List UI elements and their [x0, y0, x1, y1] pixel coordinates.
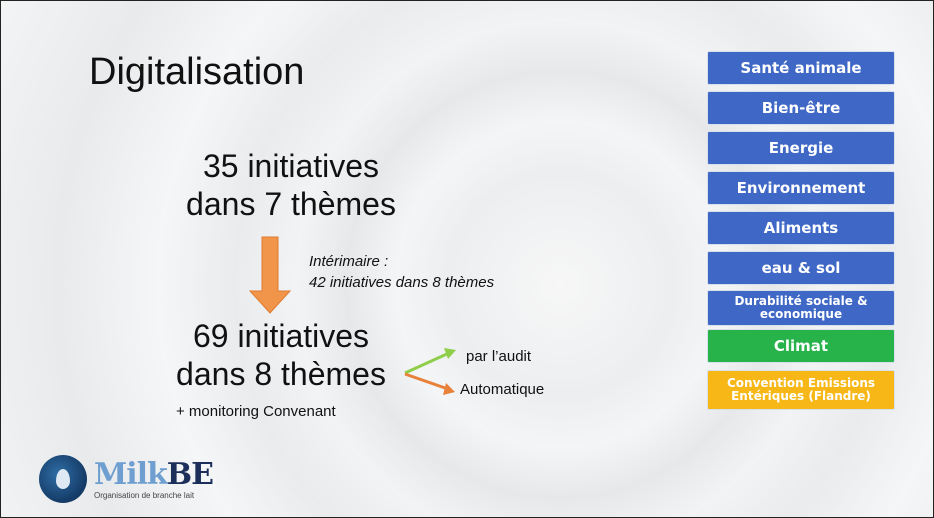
theme-bien-etre[interactable]: Bien-être [707, 91, 895, 125]
result-count: 69 initiatives dans 8 thèmes [151, 317, 411, 393]
theme-energie[interactable]: Energie [707, 131, 895, 165]
logo-wordmark: MilkBE [94, 457, 214, 492]
initial-count-line1: 35 initiatives [202, 148, 380, 184]
logo-drop-icon [39, 455, 87, 503]
branch-audit-label: par l’audit [466, 348, 532, 365]
green-arrowhead-icon [444, 348, 456, 359]
interim-note: Intérimaire : 42 initiatives dans 8 thèm… [309, 251, 494, 293]
monitoring-note: + monitoring Convenant [176, 403, 336, 420]
interim-note-line1: Intérimaire : [309, 253, 389, 270]
milkbe-logo: MilkBE Organisation de branche lait [39, 455, 219, 503]
theme-convention[interactable]: Convention Emissions Entériques (Flandre… [707, 370, 895, 410]
theme-aliments[interactable]: Aliments [707, 211, 895, 245]
result-count-line2: dans 8 thèmes [176, 356, 386, 392]
logo-word-be: BE [166, 457, 214, 492]
logo-subtitle: Organisation de branche lait [94, 491, 195, 500]
page-title: Digitalisation [89, 51, 305, 93]
theme-durabilite[interactable]: Durabilité sociale & economique [707, 290, 895, 326]
orange-arrowhead-icon [443, 383, 455, 395]
orange-branch-arrow-icon [404, 372, 449, 391]
down-arrow-icon [248, 236, 292, 314]
theme-climat[interactable]: Climat [707, 329, 895, 363]
interim-note-line2: 42 initiatives dans 8 thèmes [309, 274, 495, 291]
initial-count-line2: dans 7 thèmes [186, 186, 396, 222]
theme-eau-sol[interactable]: eau & sol [707, 251, 895, 285]
initial-count: 35 initiatives dans 7 thèmes [161, 147, 421, 223]
result-count-line1: 69 initiatives [192, 318, 370, 354]
green-branch-arrow-icon [404, 351, 450, 375]
theme-environnement[interactable]: Environnement [707, 171, 895, 205]
logo-word-milk: Milk [94, 457, 168, 492]
milk-drop-icon [56, 469, 70, 489]
theme-sante-animale[interactable]: Santé animale [707, 51, 895, 85]
branch-auto-label: Automatique [460, 381, 545, 398]
